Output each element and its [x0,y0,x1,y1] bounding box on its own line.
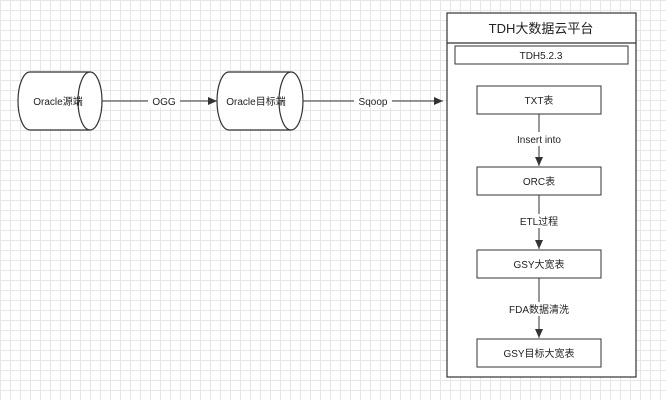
edge-sqoop: Sqoop [303,94,443,108]
edge-insert-into: Insert into [512,114,566,166]
oracle-target-label: Oracle目标端 [226,95,285,108]
oracle-source-db: Oracle源端 [17,71,103,131]
platform-version: TDH5.2.3 [520,51,563,62]
oracle-target-db: Oracle目标端 [216,71,304,131]
oracle-source-label: Oracle源端 [33,95,82,108]
edge-fda-label: FDA数据清洗 [509,303,569,316]
node-gsy-target-label: GSY目标大宽表 [503,347,574,360]
edge-etl-process: ETL过程 [514,195,564,249]
node-orc-table: ORC表 [476,166,602,196]
edge-sqoop-label: Sqoop [359,97,388,108]
edge-ogg-label: OGG [152,97,176,108]
edge-etl-label: ETL过程 [520,215,558,228]
edge-insert-into-label: Insert into [517,135,561,146]
node-gsy-target-wide-table: GSY目标大宽表 [476,338,602,368]
node-gsy-label: GSY大宽表 [513,258,564,271]
platform-title: TDH大数据云平台 [489,21,594,36]
node-orc-label: ORC表 [523,175,555,188]
edge-ogg: OGG [102,94,217,108]
node-txt-label: TXT表 [525,94,554,107]
edge-fda-cleaning: FDA数据清洗 [504,278,574,338]
node-gsy-wide-table: GSY大宽表 [476,249,602,279]
node-txt-table: TXT表 [476,85,602,115]
